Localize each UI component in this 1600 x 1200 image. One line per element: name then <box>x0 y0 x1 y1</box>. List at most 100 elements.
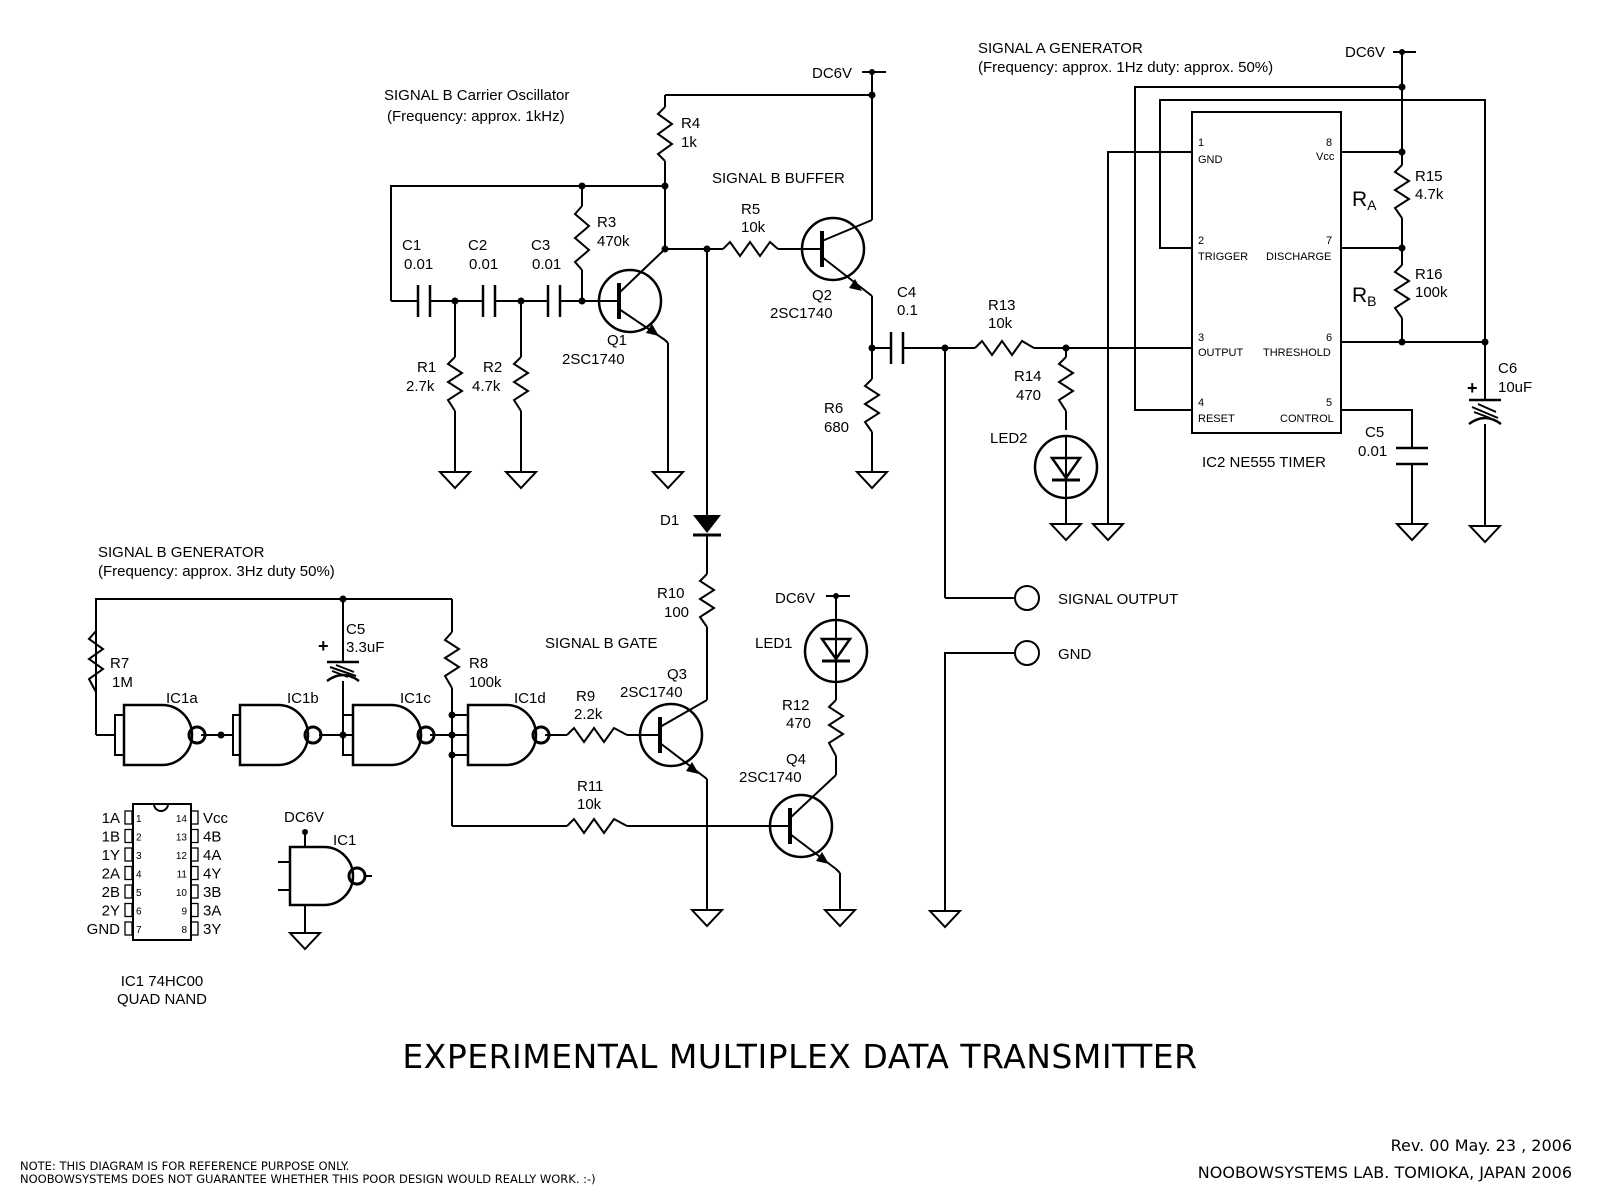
svg-text:1: 1 <box>1198 137 1204 149</box>
r8-symbol <box>443 631 461 689</box>
ic1-legend-ref: IC1 <box>333 832 356 849</box>
signal-output-terminal[interactable] <box>1014 585 1040 611</box>
supply-label-led1: DC6V <box>775 590 815 607</box>
q1-value: 2SC1740 <box>562 351 625 368</box>
supply-label-top: DC6V <box>812 65 852 82</box>
ne555-pin-control: CONTROL <box>1280 413 1334 425</box>
svg-text:6: 6 <box>1326 332 1332 344</box>
ic1-pin-num: 13 <box>176 833 188 844</box>
r9-ref: R9 <box>576 688 595 705</box>
ground-symbols <box>289 465 1501 950</box>
ne555-pin-threshold: THRESHOLD <box>1263 347 1331 359</box>
revision: Rev. 00 May. 23 , 2006 <box>1391 1136 1572 1155</box>
r7-ref: R7 <box>110 655 129 672</box>
svg-text:5: 5 <box>1326 397 1332 409</box>
c5b-ref: C5 <box>1365 424 1384 441</box>
q2-value: 2SC1740 <box>770 305 833 322</box>
supply-label-right: DC6V <box>1345 44 1385 61</box>
gate-ic1a <box>114 703 207 767</box>
r14-ref: R14 <box>1014 368 1042 385</box>
svg-text:2: 2 <box>1198 235 1204 247</box>
note-line-1: NOTE: THIS DIAGRAM IS FOR REFERENCE PURP… <box>20 1159 349 1173</box>
r5-value: 10k <box>741 219 766 236</box>
ne555-ref: IC2 NE555 TIMER <box>1202 454 1326 471</box>
r1-ref: R1 <box>417 359 436 376</box>
transistor-q4 <box>768 774 837 870</box>
led2-ref: LED2 <box>990 430 1028 447</box>
supply-symbols <box>826 49 1416 599</box>
ic1-pin-name: 2A <box>102 866 120 883</box>
junction-dots <box>217 83 1489 759</box>
r15-value: 4.7k <box>1415 186 1444 203</box>
q3-ref: Q3 <box>667 666 687 683</box>
signal-output-label: SIGNAL OUTPUT <box>1058 591 1178 608</box>
sig-a-subtitle: (Frequency: approx. 1Hz duty: approx. 50… <box>978 59 1273 76</box>
carrier-title: SIGNAL B Carrier Oscillator <box>384 87 569 104</box>
ne555-body <box>1191 111 1342 434</box>
r14-symbol <box>1057 356 1075 412</box>
ic1-pin-num: 14 <box>176 814 188 825</box>
c5a-ref: C5 <box>346 621 365 638</box>
ic1-pin-num: 12 <box>176 851 188 862</box>
r6-ref: R6 <box>824 400 843 417</box>
r10-value: 100 <box>664 604 689 621</box>
r3-ref: R3 <box>597 214 616 231</box>
labels: SIGNAL B Carrier Oscillator (Frequency: … <box>98 40 1532 1008</box>
ic1-pin-num: 7 <box>136 925 142 936</box>
c1-ref: C1 <box>402 237 421 254</box>
r11-ref: R11 <box>577 778 603 795</box>
gate-ic1b-label: IC1b <box>287 690 319 707</box>
page-title: EXPERIMENTAL MULTIPLEX DATA TRANSMITTER <box>402 1037 1197 1076</box>
ne555-pin-vcc: Vcc <box>1316 151 1335 163</box>
r7-value: 1M <box>112 674 133 691</box>
r15-symbol <box>1393 164 1411 219</box>
sig-a-title: SIGNAL A GENERATOR <box>978 40 1143 57</box>
ic1-pin-num: 4 <box>136 870 142 881</box>
c1-value: 0.01 <box>404 256 433 273</box>
carrier-subtitle: (Frequency: approx. 1kHz) <box>387 108 565 125</box>
gate-ic1a-label: IC1a <box>166 690 198 707</box>
ne555-pin-gnd: GND <box>1198 154 1223 166</box>
svg-text:4: 4 <box>1198 397 1204 409</box>
r13-ref: R13 <box>988 297 1016 314</box>
ic1-pin-num: 8 <box>181 925 187 936</box>
r5-ref: R5 <box>741 201 760 218</box>
resistors <box>87 106 1411 835</box>
ic1-pin-name: Vcc <box>203 810 229 827</box>
gate-ic1d <box>452 703 551 767</box>
r12-value: 470 <box>786 715 811 732</box>
r9-symbol <box>566 726 628 744</box>
gate-ic1-legend <box>278 829 372 927</box>
c6-symbol <box>1468 398 1502 426</box>
capacitors <box>326 285 1502 683</box>
ic1-package-desc: QUAD NAND <box>117 991 207 1008</box>
gate-title: SIGNAL B GATE <box>545 635 658 652</box>
svg-text:3: 3 <box>1198 332 1204 344</box>
gate-ic1c <box>342 703 436 767</box>
r3-value: 470k <box>597 233 630 250</box>
buffer-title: SIGNAL B BUFFER <box>712 170 845 187</box>
r12-ref: R12 <box>782 697 810 714</box>
r16-ref: R16 <box>1415 266 1443 283</box>
note-line-2: NOOBOWSYSTEMS DOES NOT GUARANTEE WHETHER… <box>20 1172 596 1186</box>
r4-value: 1k <box>681 134 697 151</box>
q4-ref: Q4 <box>786 751 806 768</box>
ic1-pin-name: GND <box>87 921 121 938</box>
r6-value: 680 <box>824 419 849 436</box>
ic1-package-name: IC1 74HC00 <box>121 973 204 990</box>
ic1-pin-num: 10 <box>176 888 188 899</box>
r4-symbol <box>656 106 674 162</box>
c3-value: 0.01 <box>532 256 561 273</box>
gnd-terminal[interactable] <box>1014 640 1040 666</box>
r9-value: 2.2k <box>574 706 603 723</box>
ic1-pin-name: 2B <box>102 884 120 901</box>
c4-ref: C4 <box>897 284 916 301</box>
r2-ref: R2 <box>483 359 502 376</box>
c3-ref: C3 <box>531 237 550 254</box>
r13-value: 10k <box>988 315 1013 332</box>
ic1-pin-name: 3B <box>203 884 221 901</box>
c6-value: 10uF <box>1498 379 1532 396</box>
r16-value: 100k <box>1415 284 1448 301</box>
